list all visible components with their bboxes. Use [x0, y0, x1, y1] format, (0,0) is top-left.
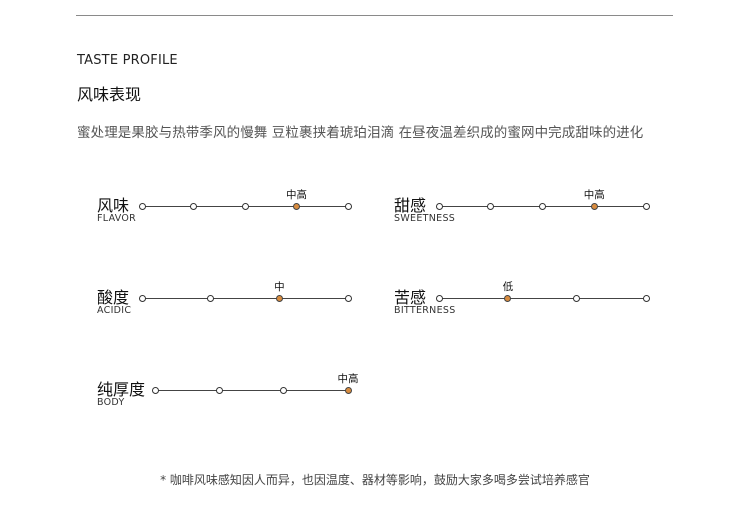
scale-level-label: 中 [274, 281, 285, 293]
acidic-scale: 中 [138, 281, 352, 304]
attribute-label-en: BITTERNESS [394, 305, 456, 316]
scale-dot [344, 295, 352, 302]
scale-level-label: 中高 [286, 189, 307, 201]
scale-level-label: 低 [502, 281, 514, 293]
flavor-scale: 中高 [138, 189, 352, 212]
scale-dot [241, 203, 249, 210]
scale-level-label: 中高 [583, 189, 605, 201]
attribute-label-cn: 酸度 [97, 288, 130, 307]
sweetness-scale: 中高 [435, 189, 650, 212]
top-divider [76, 15, 673, 16]
scale-dot-active [344, 387, 352, 394]
scale-dot [138, 203, 146, 210]
section-description: 蜜处理是果胶与热带季风的慢舞 豆粒裹挟着琥珀泪滴 在昼夜温差织成的蜜网中完成甜味… [77, 125, 644, 141]
scale-dot [539, 203, 546, 210]
attribute-label-en: BODY [97, 397, 125, 408]
attribute-label-cn: 风味 [97, 196, 130, 215]
scale-line [155, 390, 348, 391]
scale-dot [215, 387, 223, 394]
attribute-label-cn: 纯厚度 [97, 380, 146, 399]
scale-dot [207, 295, 215, 302]
attribute-label-en: ACIDIC [97, 305, 132, 316]
footnote: * 咖啡风味感知因人而异，也因温度、器材等影响，鼓励大家多喝多尝试培养感官 [160, 473, 590, 487]
scale-dot [344, 203, 352, 210]
attribute-label-en: SWEETNESS [394, 213, 456, 224]
scale-line [439, 298, 646, 299]
scale-dot-active [590, 203, 598, 210]
section-title-en: TASTE PROFILE [77, 53, 178, 68]
scale-dot [435, 295, 443, 302]
scale-dot [642, 295, 650, 302]
attribute-label-cn: 甜感 [394, 196, 427, 215]
scale-level-label: 中高 [337, 373, 359, 385]
attribute-label-cn: 苦感 [394, 288, 427, 307]
scale-dot [573, 295, 581, 302]
scale-dot [138, 295, 146, 302]
scale-dot [642, 203, 650, 210]
scale-dot-active [275, 295, 283, 302]
scale-dot [487, 203, 495, 210]
scale-line [142, 298, 348, 299]
scale-dot [190, 203, 197, 210]
scale-dot [280, 387, 288, 394]
bitterness-scale: 低 [435, 281, 650, 304]
scale-dot [435, 203, 443, 210]
body-scale: 中高 [151, 373, 359, 396]
section-title-cn: 风味表现 [77, 85, 142, 104]
scale-dot-active [504, 295, 512, 302]
attribute-label-en: FLAVOR [97, 213, 137, 224]
scale-dot-active [293, 203, 300, 210]
scale-dot [151, 387, 159, 394]
